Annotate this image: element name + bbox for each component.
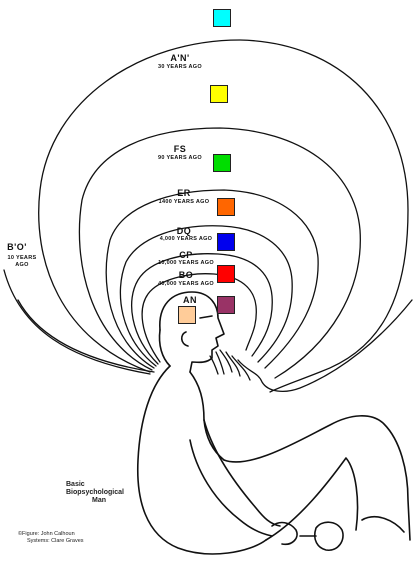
color-square-fs [213, 154, 231, 172]
color-square-dq [217, 233, 235, 251]
ring-bo [141, 273, 257, 363]
level-code-er: ER [177, 188, 191, 198]
ring-er [105, 189, 319, 369]
ring-dq [119, 225, 293, 367]
ring-a-n-prime [38, 39, 409, 393]
level-years-fs: 90 YEARS AGO [158, 155, 202, 161]
color-square-top [213, 9, 231, 27]
level-years-dq: 4,000 YEARS AGO [159, 236, 213, 242]
level-code-an: AN [183, 295, 197, 305]
side-level-code: B'O' [7, 242, 27, 252]
caption-line-3: Man [92, 497, 106, 504]
credit-line-1: ©Figure: John Calhoun [18, 531, 75, 537]
level-code-fs: FS [173, 144, 187, 154]
side-level-years-1: 10 YEARS [7, 255, 37, 261]
figure-caption: Basic Biopsychological Man [66, 481, 124, 505]
ring-fs [78, 127, 361, 379]
caption-line-2: Biopsychological [66, 489, 124, 496]
caption-line-1: Basic [66, 481, 85, 488]
color-square-bo [217, 296, 235, 314]
color-square-cp [217, 265, 235, 283]
level-years-a-n-prime: 30 YEARS AGO [158, 64, 202, 70]
figure-credit: ©Figure: John Calhoun Systems: Clare Gra… [18, 531, 84, 545]
level-code-a-n-prime: A'N' [170, 53, 190, 63]
level-years-er: 1400 YEARS AGO [158, 199, 210, 205]
level-code-bo: BO [178, 270, 194, 280]
level-code-dq: DQ [176, 226, 192, 236]
credit-line-2: Systems: Clare Graves [27, 538, 84, 544]
level-code-cp: CP [179, 250, 193, 260]
color-square-a-n-prime [210, 85, 228, 103]
color-square-er [217, 198, 235, 216]
side-level-years-2: AGO [15, 262, 29, 268]
level-years-cp: 10,000 YEARS AGO [158, 260, 214, 266]
color-square-an [178, 306, 196, 324]
ring-b-o-prime [3, 269, 151, 375]
level-years-bo: 40,000 YEARS AGO [158, 281, 214, 287]
ring-cp [131, 253, 273, 365]
human-figure [136, 291, 411, 555]
